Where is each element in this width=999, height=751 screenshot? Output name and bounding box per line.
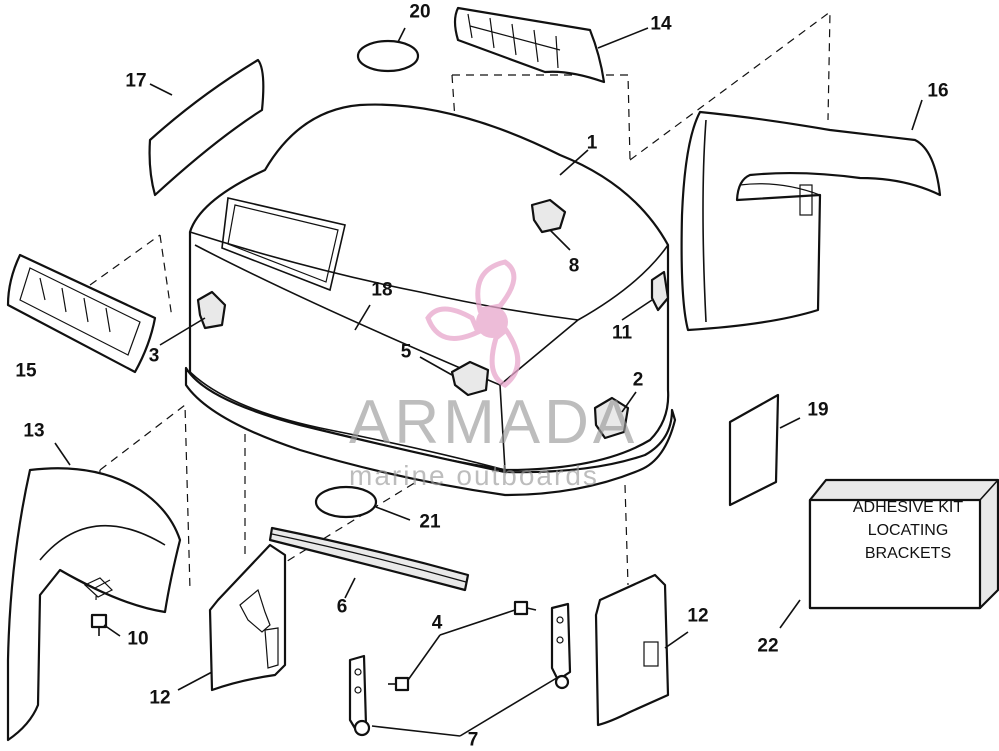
- label-19: 19: [807, 399, 829, 421]
- part-5-bracket: [450, 360, 490, 397]
- leader-lines: [54, 27, 923, 737]
- kit-line-1: ADHESIVE KIT: [852, 499, 964, 516]
- part-18-flange: [184, 366, 677, 497]
- watermark-title: ARMADA: [349, 388, 639, 457]
- part-4-screws: [388, 600, 537, 692]
- label-11: 11: [611, 322, 633, 344]
- part-2-bracket: [593, 396, 630, 440]
- part-16-rear-cover: [680, 110, 942, 332]
- watermark-subtitle: marine outboards: [349, 460, 599, 491]
- label-18: 18: [371, 279, 393, 301]
- part-17-decal: [148, 58, 265, 197]
- part-19-decal: [728, 393, 780, 507]
- part-10-screw: [90, 613, 108, 636]
- part-8-bracket: [530, 198, 567, 234]
- part-7-hinges: [348, 602, 572, 737]
- part-12-left-panel: [208, 543, 287, 692]
- label-13: 13: [23, 420, 45, 442]
- label-15: 15: [15, 360, 37, 382]
- part-20-pad: [356, 39, 420, 73]
- label-16: 16: [927, 80, 949, 102]
- kit-line-3: BRACKETS: [864, 545, 952, 562]
- kit-line-2: LOCATING: [867, 522, 949, 539]
- part-12-right-panel: [594, 573, 670, 727]
- kit-box-label: ADHESIVE KIT LOCATING BRACKETS: [820, 496, 996, 565]
- part-6-seal-strip: [268, 526, 470, 592]
- part-15-side-vent: [6, 253, 157, 374]
- label-14: 14: [650, 13, 672, 35]
- label-1: 1: [586, 132, 598, 154]
- label-2: 2: [632, 369, 644, 391]
- label-12-right: 12: [687, 605, 709, 627]
- label-20: 20: [409, 1, 431, 23]
- part-14-vent-grille: [453, 6, 606, 84]
- part-13-lower-pan: [6, 467, 182, 742]
- label-22: 22: [757, 635, 779, 657]
- label-12-left: 12: [149, 687, 171, 709]
- label-10: 10: [127, 628, 149, 650]
- part-21-pad: [314, 485, 378, 519]
- propeller-logo: [425, 259, 521, 388]
- label-21: 21: [419, 511, 441, 533]
- label-3: 3: [148, 345, 160, 367]
- label-7: 7: [467, 729, 479, 751]
- label-17: 17: [125, 70, 147, 92]
- label-5: 5: [400, 341, 412, 363]
- label-4: 4: [431, 612, 443, 634]
- label-8: 8: [568, 255, 580, 277]
- label-6: 6: [336, 596, 348, 618]
- part-22-kit-box: [808, 478, 999, 610]
- part-11-bracket: [650, 270, 670, 312]
